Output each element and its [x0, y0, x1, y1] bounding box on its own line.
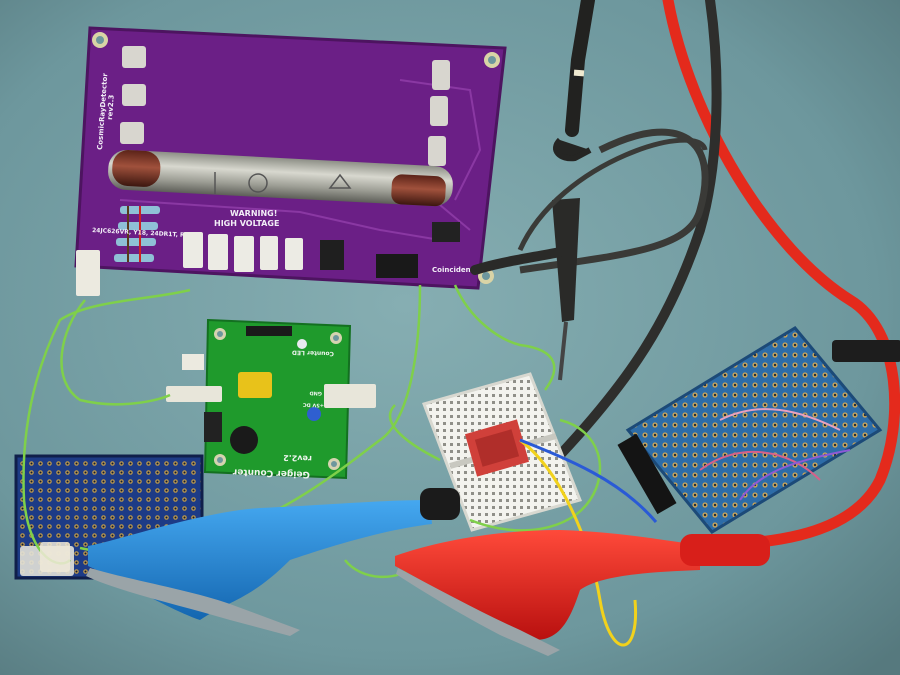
pin-header-black	[617, 433, 677, 515]
counter-led-label: Counter LED	[292, 349, 334, 357]
breadboard	[422, 372, 583, 532]
electrolytic-capacitor	[230, 426, 258, 454]
counter-led	[297, 339, 307, 349]
oscilloscope-probe	[470, 0, 708, 381]
main-pcb: CosmicRayDetector rev2.3 WARNING! HIGH V…	[74, 26, 507, 290]
geiger-revision: rev2.2	[283, 453, 312, 463]
usb-cable-plug	[832, 340, 900, 362]
blue-alligator-clip	[86, 488, 460, 636]
geiger-tube	[108, 149, 453, 207]
yellow-capacitor	[238, 372, 272, 398]
jst-plug-bottom	[40, 542, 70, 572]
connector-row	[183, 232, 303, 272]
led-column-left	[120, 46, 146, 144]
protoboard-right	[617, 326, 900, 534]
black-cable-right	[555, 0, 722, 460]
pcb-revision: rev2.3	[106, 94, 116, 120]
ic-chip	[432, 222, 460, 242]
vdc-label: +5V DC	[302, 401, 324, 408]
header-connector	[376, 254, 418, 278]
blue-wire	[519, 438, 658, 523]
black-cable-loop	[519, 128, 709, 274]
blue-capacitor	[307, 407, 321, 421]
voltage-regulator	[320, 240, 344, 270]
geiger-title: Geiger Counter	[232, 466, 310, 479]
warning-text: WARNING!	[230, 209, 277, 218]
resistor-array	[114, 206, 160, 262]
green-wires	[22, 284, 602, 579]
yellow-wire	[519, 438, 638, 647]
jst-plug-left	[166, 386, 222, 402]
gnd-label: GND	[309, 390, 322, 396]
geiger-pcb: Geiger Counter rev2.2 Counter LED GND +5…	[182, 318, 352, 480]
high-voltage-text: HIGH VOLTAGE	[214, 219, 279, 228]
red-alligator-clip	[395, 530, 770, 656]
jst-connector-left	[76, 250, 100, 296]
pin-header	[246, 326, 292, 336]
jst-connector-pcb	[182, 354, 204, 370]
jst-plug-right	[324, 384, 376, 408]
led-column-right	[428, 60, 450, 166]
coincidence-label: Coincidence	[432, 266, 480, 274]
inductor	[204, 412, 222, 442]
